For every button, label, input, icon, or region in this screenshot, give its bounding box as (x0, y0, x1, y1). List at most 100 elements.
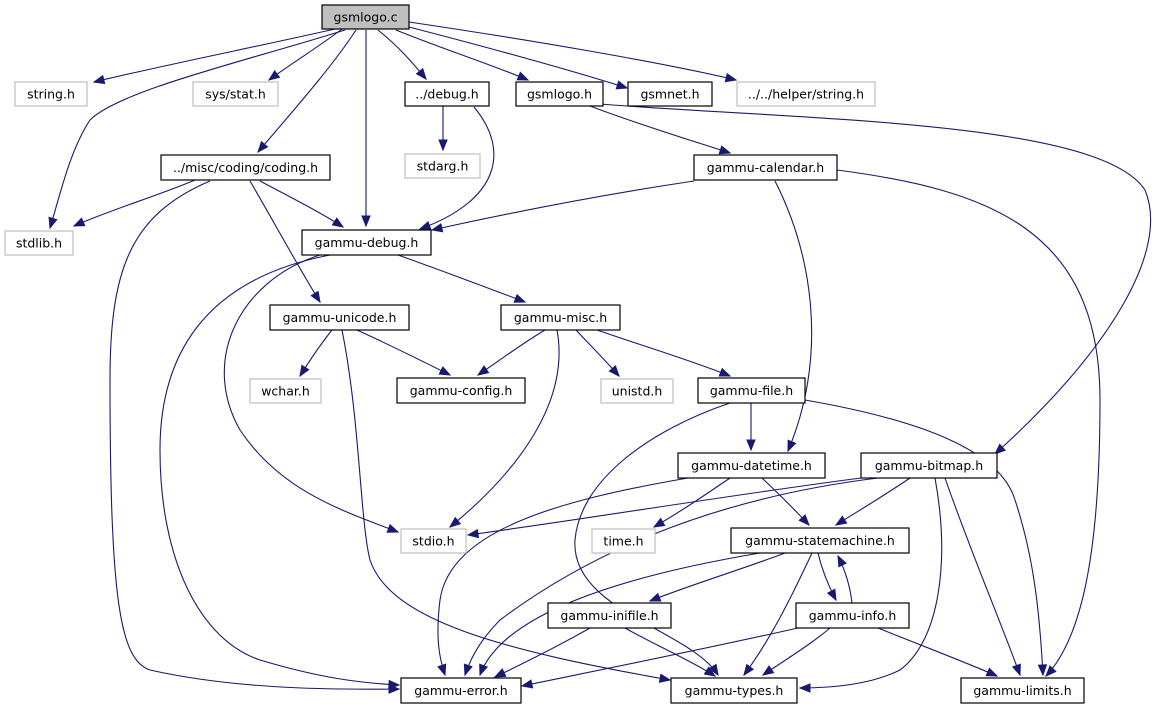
edge-coding_h-to-gammu_unicode_h (249, 180, 321, 303)
edge-gsmlogo_c-to-helper_string_h (408, 21, 737, 81)
edge-gammu_unicode_h-to-gammu_types_h (341, 329, 671, 681)
edge-debug_h-to-gammu_debug_h (419, 106, 495, 230)
arrowhead-gsmlogo_h-to-gammu_bitmap_h (994, 443, 1006, 455)
edge-gammu_bitmap_h-to-gammu_error_h (464, 477, 879, 676)
node-gammu-misc-h[interactable]: gammu-misc.h (500, 304, 621, 331)
node-label: stdlib.h (16, 236, 62, 251)
node-gammu-unicode-h[interactable]: gammu-unicode.h (269, 304, 410, 331)
arrowhead-gammu_file_h-to-gammu_limits_h (1037, 664, 1048, 677)
edge-gammu_info_h-to-gammu_limits_h (877, 627, 998, 677)
node-box (547, 602, 672, 629)
node-debug-h[interactable]: ../debug.h (404, 81, 490, 107)
node-gammu-statemachine-h[interactable]: gammu-statemachine.h (730, 527, 910, 554)
node-stdio-h: stdio.h (400, 528, 467, 554)
edge-gammu_misc_h-to-stdio_h (449, 329, 560, 528)
node-box (396, 377, 526, 404)
node-box (160, 154, 331, 181)
arrowhead-gammu_statemachine_h-to-gammu_types_h (743, 663, 755, 677)
node-gammu-info-h[interactable]: gammu-info.h (795, 602, 910, 629)
arrowhead-gsmlogo_h-to-gammu_calendar_h (718, 145, 732, 155)
node-label: gammu-debug.h (315, 235, 419, 250)
arrowhead-gammu_info_h-to-gammu_types_h (761, 665, 775, 676)
arrowhead-gammu_calendar_h-to-gammu_datetime_h (787, 439, 797, 453)
node-label: gammu-file.h (710, 383, 793, 398)
arrowhead-gammu_inifile_h-to-gammu_types_h (703, 666, 717, 677)
arrowhead-gsmlogo_c-to-stdlib_h (48, 216, 58, 230)
edge-gsmlogo_c-to-gsmlogo_h (395, 29, 529, 81)
node-gammu-bitmap-h[interactable]: gammu-bitmap.h (860, 452, 998, 479)
edge-gammu_bitmap_h-to-stdio_h (467, 477, 862, 536)
edge-gammu_bitmap_h-to-gammu_statemachine_h (835, 477, 911, 526)
edge-gsmlogo_h-to-gammu_calendar_h (589, 105, 731, 154)
node-label: string.h (27, 87, 75, 102)
node-label: gsmlogo.h (527, 87, 592, 102)
arrowhead-gammu_bitmap_h-to-gammu_statemachine_h (834, 515, 848, 526)
node-label: gammu-error.h (414, 683, 507, 698)
node-gammu-debug-h[interactable]: gammu-debug.h (301, 229, 432, 256)
arrowhead-gammu_unicode_h-to-gammu_config_h (438, 366, 452, 376)
arrowhead-gammu_unicode_h-to-wchar_h (299, 364, 310, 378)
node-label: sys/stat.h (205, 87, 266, 102)
edge-gsmlogo_c-to-coding_h (257, 29, 357, 153)
node-label: gammu-inifile.h (560, 608, 658, 623)
node-gsmlogo-h[interactable]: gsmlogo.h (515, 81, 604, 107)
node-label: ../misc/coding/coding.h (173, 160, 318, 175)
edge-gsmlogo_h-to-gammu_bitmap_h (599, 103, 1152, 455)
node-box (400, 528, 467, 554)
node-box (4, 230, 74, 256)
edge-coding_h-to-gammu_error_h (109, 180, 400, 690)
arrowhead-gammu_misc_h-to-gammu_config_h (476, 365, 490, 376)
node-gammu-config-h[interactable]: gammu-config.h (396, 377, 526, 404)
arrowhead-gsmlogo_c-to-gsmnet_h (615, 80, 629, 90)
arrowhead-gammu_debug_h-to-gammu_misc_h (513, 293, 527, 303)
node-box (670, 677, 798, 704)
node-gammu-file-h[interactable]: gammu-file.h (697, 377, 806, 404)
arrowhead-gammu_bitmap_h-to-gammu_error_h (463, 663, 473, 677)
node-box (249, 378, 322, 404)
arrowhead-gammu_debug_h-to-gammu_error_h (388, 679, 401, 690)
edge-gammu_misc_h-to-gammu_config_h (477, 329, 546, 376)
arrowhead-gsmlogo_c-to-sys_stat_h (267, 69, 281, 81)
edge-gammu_unicode_h-to-gammu_config_h (356, 329, 451, 376)
node-box (697, 377, 806, 404)
arrowhead-debug_h-to-stdarg_h (438, 139, 448, 152)
arrowhead-gammu_bitmap_h-to-gammu_limits_h (1011, 663, 1021, 677)
node-gsmnet-h[interactable]: gsmnet.h (627, 81, 713, 107)
node-time-h: time.h (591, 528, 656, 554)
node-box (515, 81, 604, 107)
node-gammu-inifile-h[interactable]: gammu-inifile.h (547, 602, 672, 629)
node-box (736, 81, 876, 107)
edge-gammu_file_h-to-gammu_limits_h (804, 399, 1044, 676)
edge-gammu_bitmap_h-to-gammu_types_h (799, 477, 943, 689)
node-gammu-types-h[interactable]: gammu-types.h (670, 677, 798, 704)
node-box (321, 4, 410, 30)
arrowhead-gammu_info_h-to-gammu_limits_h (985, 667, 999, 677)
node-gammu-datetime-h[interactable]: gammu-datetime.h (677, 452, 826, 479)
node-stdlib-h: stdlib.h (4, 230, 74, 256)
arrowhead-gammu_file_h-to-gammu_datetime_h (746, 439, 756, 452)
node-box (860, 452, 998, 479)
arrowhead-gsmlogo_c-to-gsmlogo_h (516, 71, 530, 81)
arrowhead-gammu_file_h-to-gammu_types_h (708, 663, 719, 677)
arrowhead-gammu_datetime_h-to-gammu_error_h (437, 663, 447, 677)
node-sys-stat-h: sys/stat.h (192, 81, 279, 107)
arrowhead-gsmlogo_c-to-debug_h (415, 67, 427, 81)
node-gammu-limits-h[interactable]: gammu-limits.h (960, 677, 1085, 704)
edge-coding_h-to-stdlib_h (73, 179, 196, 227)
node-gsmlogo-c[interactable]: gsmlogo.c (321, 4, 410, 30)
edge-gammu_datetime_h-to-gammu_error_h (437, 477, 689, 676)
arrowhead-coding_h-to-gammu_debug_h (331, 217, 345, 228)
node-gammu-error-h[interactable]: gammu-error.h (400, 677, 522, 704)
edge-gammu_bitmap_h-to-gammu_limits_h (944, 477, 1021, 676)
edge-gammu_info_h-to-gammu_error_h (521, 627, 799, 687)
node-box (730, 527, 910, 554)
node-box (400, 677, 522, 704)
node-coding-h[interactable]: ../misc/coding/coding.h (160, 154, 331, 181)
arrowhead-gammu_calendar_h-to-gammu_debug_h (430, 223, 444, 233)
node-box (14, 81, 88, 107)
edge-gammu_calendar_h-to-gammu_limits_h (836, 169, 1101, 677)
edge-gammu_misc_h-to-gammu_file_h (596, 329, 731, 377)
node-label: time.h (603, 534, 643, 549)
node-gammu-calendar-h[interactable]: gammu-calendar.h (693, 154, 838, 181)
